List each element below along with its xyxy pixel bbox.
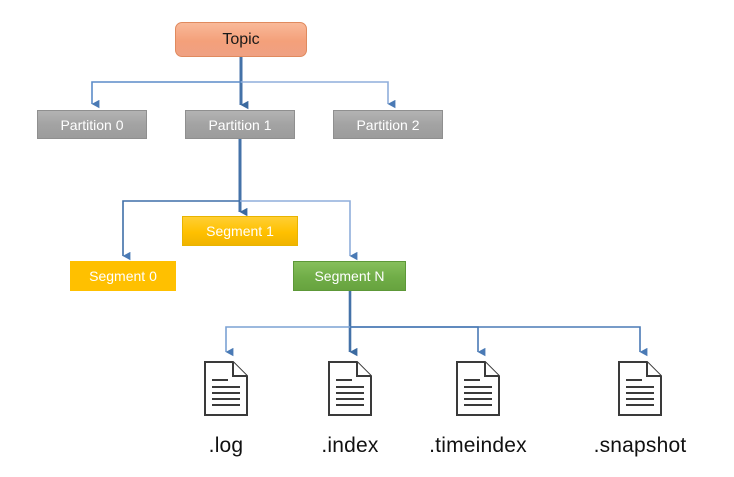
node-file-timeindex-label: .timeindex (429, 434, 527, 457)
node-file-log-label: .log (208, 434, 244, 457)
node-partition-1[interactable]: Partition 1 (185, 110, 295, 139)
node-partition-1-label: Partition 1 (208, 116, 272, 133)
node-file-snapshot-label: .snapshot (593, 434, 687, 457)
node-file-snapshot[interactable]: .snapshot (585, 360, 695, 458)
node-file-index-label: .index (321, 434, 379, 457)
node-segment-0[interactable]: Segment 0 (70, 261, 176, 291)
node-partition-0[interactable]: Partition 0 (37, 110, 147, 139)
document-icon (327, 360, 373, 422)
edge-segmentN-to-files (225, 291, 648, 357)
document-icon (203, 360, 249, 422)
document-icon (617, 360, 663, 422)
node-segment-n-label: Segment N (314, 268, 385, 284)
node-segment-0-label: Segment 0 (89, 268, 157, 284)
node-file-timeindex[interactable]: .timeindex (423, 360, 533, 458)
node-partition-2[interactable]: Partition 2 (333, 110, 443, 139)
node-segment-n[interactable]: Segment N (293, 261, 406, 291)
node-topic[interactable]: Topic (175, 22, 307, 57)
node-segment-1-label: Segment 1 (206, 223, 274, 239)
node-partition-0-label: Partition 0 (60, 116, 124, 133)
edge-topic-to-partitions (91, 57, 396, 110)
document-icon (455, 360, 501, 422)
node-file-log[interactable]: .log (171, 360, 281, 458)
node-partition-2-label: Partition 2 (356, 116, 420, 133)
node-file-index[interactable]: .index (295, 360, 405, 458)
node-topic-label: Topic (222, 30, 260, 48)
node-segment-1[interactable]: Segment 1 (182, 216, 298, 246)
